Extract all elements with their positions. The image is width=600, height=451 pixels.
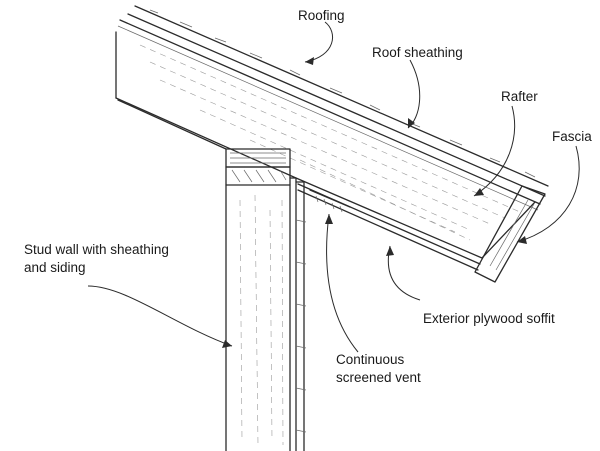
rafter bbox=[115, 31, 536, 259]
leader-lines bbox=[87, 21, 580, 353]
label-soffit: Exterior plywood soffit bbox=[423, 311, 555, 326]
roofing-leader bbox=[304, 21, 333, 63]
roof-sheathing-layer bbox=[117, 19, 541, 211]
rafter-arrowhead bbox=[474, 188, 484, 196]
label-fascia: Fascia bbox=[552, 129, 592, 144]
label-stud-wall-line2: and siding bbox=[24, 260, 86, 275]
roofing-shingles bbox=[127, 5, 549, 197]
label-roof-sheathing: Roof sheathing bbox=[372, 45, 463, 60]
stud-wall bbox=[225, 184, 291, 451]
fascia-arrowhead bbox=[517, 236, 527, 244]
roof-sheathing-leader bbox=[407, 59, 421, 129]
ceiling-line bbox=[117, 99, 227, 150]
wall-siding bbox=[289, 177, 307, 451]
label-vent-line2: screened vent bbox=[336, 370, 421, 385]
label-stud-wall-line1: Stud wall with sheathing bbox=[24, 242, 169, 257]
stud-wall-leader bbox=[87, 285, 233, 347]
fascia-leader bbox=[516, 145, 580, 243]
roof-sheathing-arrowhead bbox=[408, 118, 415, 128]
rafter-leader bbox=[473, 105, 516, 197]
roofing-arrowhead bbox=[305, 57, 314, 65]
soffit-arrowhead bbox=[386, 246, 394, 256]
label-roofing: Roofing bbox=[298, 8, 345, 23]
fascia-board bbox=[474, 185, 546, 283]
label-vent-line1: Continuous bbox=[336, 352, 405, 367]
top-plates bbox=[225, 148, 291, 186]
arrowheads bbox=[222, 57, 527, 348]
vent-arrowhead bbox=[325, 214, 333, 224]
label-rafter: Rafter bbox=[501, 89, 538, 104]
screened-vent bbox=[309, 189, 351, 213]
vent-leader bbox=[326, 213, 359, 353]
stud-wall-arrowhead bbox=[222, 340, 232, 348]
